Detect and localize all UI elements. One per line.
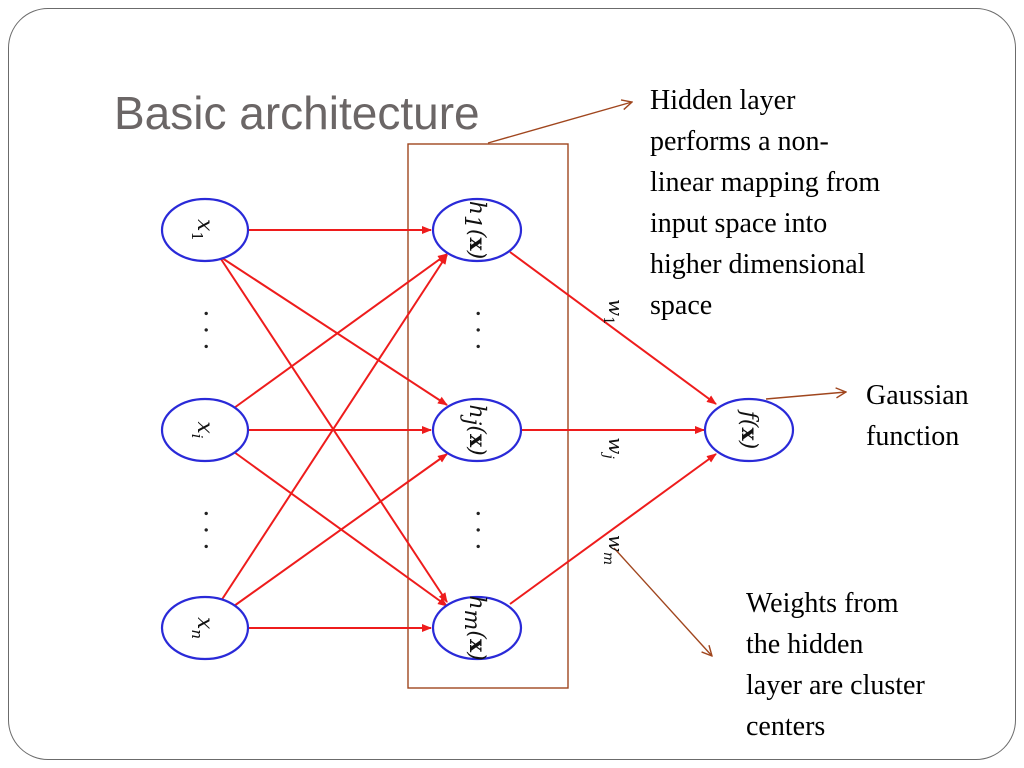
edge-x1-hj [218,255,448,406]
svg-text:· · ·: · · · [190,309,220,350]
callout-line: layer are cluster [746,670,925,701]
callout-line: function [866,421,960,452]
svg-text:xn: xn [188,617,217,639]
input-ellipsis-lower: · · · [190,509,220,550]
svg-text:hm(x): hm(x) [459,595,490,660]
input-node-xi: xi [160,397,250,463]
hidden-ellipsis-upper: · · · [462,309,492,350]
callout-line: Hidden layer [650,85,796,116]
weights-pointer [613,547,712,656]
edge-xn-hj [233,453,448,607]
svg-text:· · ·: · · · [462,509,492,550]
input-ellipsis-upper: · · · [190,309,220,350]
hidden-layer-callout: Hidden layer performs a non- linear mapp… [650,80,880,326]
svg-text:hj(x): hj(x) [459,404,490,455]
svg-text:xi: xi [188,421,217,438]
callout-line: performs a non- [650,126,829,157]
hidden-node-hm: hm(x) [431,595,523,661]
hidden-layer-pointer [487,102,632,144]
svg-text:· · ·: · · · [462,309,492,350]
svg-text:h1(x): h1(x) [459,201,490,259]
callout-line: higher dimensional [650,249,866,280]
weight-label-w1: w1 [600,299,628,325]
slide-title: Basic architecture [114,87,480,139]
callout-line: space [650,290,713,321]
edge-h1-f [509,251,717,405]
callout-line: centers [746,711,826,742]
input-hidden-edges [218,226,448,632]
weight-label-wj: wj [600,437,628,459]
callout-line: input space into [650,208,828,239]
hidden-layer-box [407,143,569,689]
svg-text:x1: x1 [188,219,217,241]
callout-line: Weights from [746,588,899,619]
svg-text:f(x): f(x) [736,409,762,449]
gaussian-function-callout: Gaussian function [866,375,969,457]
callout-line: the hidden [746,629,864,660]
edge-xn-h1 [218,254,448,605]
svg-text:· · ·: · · · [190,509,220,550]
hidden-node-h1: h1(x) [431,197,523,263]
callout-line: Gaussian [866,380,969,411]
hidden-node-hj: hj(x) [431,397,523,463]
weights-callout: Weights from the hidden layer are cluste… [746,583,925,747]
svg-text:wj: wj [600,437,628,459]
hidden-output-edges [509,251,717,605]
input-node-x1: x1 [160,197,250,263]
gaussian-pointer [765,392,846,400]
input-node-xn: xn [160,595,250,661]
weight-label-wm: wm [600,535,628,565]
edge-xi-h1 [233,253,448,409]
output-node-f: f(x) [703,397,795,463]
callout-line: linear mapping from [650,167,881,198]
svg-text:wm: wm [600,535,628,565]
edge-hm-f [509,453,717,605]
hidden-ellipsis-lower: · · · [462,509,492,550]
svg-text:w1: w1 [600,299,628,325]
annotation-arrows [487,102,846,656]
